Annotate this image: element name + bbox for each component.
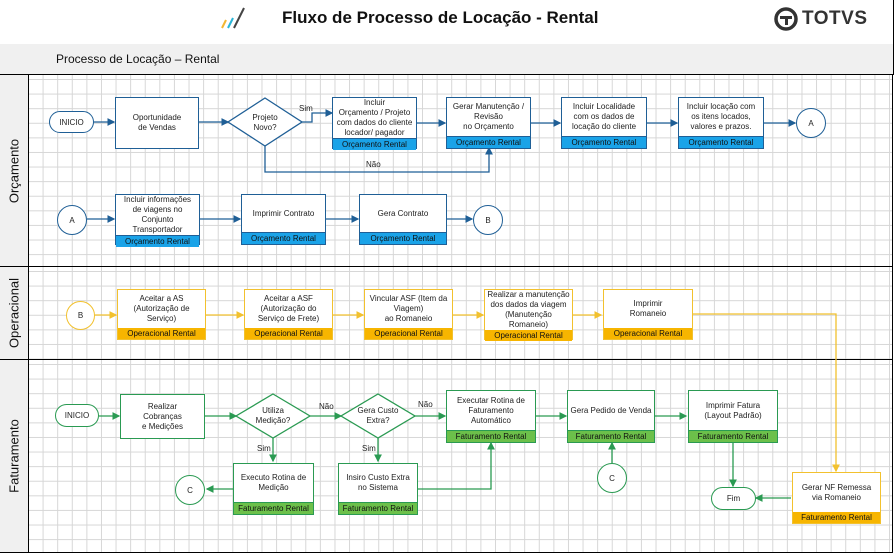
- step-text: Incluir locação com os itens locados, va…: [686, 102, 756, 131]
- step-incluir-orcamento[interactable]: Incluir Orçamento / Projeto com dados do…: [332, 97, 417, 150]
- step-imprimir-contrato[interactable]: Imprimir Contrato Orçamento Rental: [241, 194, 326, 245]
- decision-text: Utiliza Medição?: [255, 406, 291, 425]
- step-text: Gerar Manutenção / Revisão no Orçamento: [452, 102, 525, 131]
- step-text: Executo Rotina de Medição: [240, 473, 307, 492]
- step-tag: Operacional Rental: [485, 330, 572, 341]
- step-gerar-manutencao[interactable]: Gerar Manutenção / Revisão no Orçamento …: [446, 97, 531, 149]
- step-executo-rotina-medicao[interactable]: Executo Rotina de Medição Faturamento Re…: [233, 463, 314, 515]
- connector-b-in[interactable]: B: [66, 301, 95, 330]
- lane-title: Operacional: [6, 277, 22, 349]
- step-tag: Orçamento Rental: [679, 136, 763, 148]
- step-tag: Orçamento Rental: [562, 136, 646, 148]
- step-vincular-asf[interactable]: Vincular ASF (Item da Viagem) ao Romanei…: [364, 289, 453, 340]
- step-oportunidade-vendas[interactable]: Oportunidade de Vendas: [115, 97, 199, 149]
- brand-name: TOTVS: [802, 8, 868, 29]
- step-text: Incluir Localidade com os dados de locaç…: [571, 102, 637, 131]
- branch-label-sim: Sim: [257, 444, 271, 453]
- decision-text: Projeto Novo?: [252, 113, 278, 132]
- step-text: Gerar NF Remessa via Romaneio: [801, 482, 872, 502]
- step-text: Incluir informações de viagens no Conjun…: [123, 195, 192, 234]
- step-text: Imprimir Contrato: [252, 208, 315, 218]
- lane-label: Faturamento: [0, 360, 29, 552]
- step-incluir-locacao[interactable]: Incluir locação com os itens locados, va…: [678, 97, 764, 149]
- step-realizar-cobrancas[interactable]: Realizar Cobranças e Medições: [120, 394, 205, 439]
- step-tag: Orçamento Rental: [116, 235, 199, 247]
- step-tag: Orçamento Rental: [242, 232, 325, 244]
- lane-title: Faturamento: [6, 419, 22, 493]
- step-tag: Faturamento Rental: [689, 430, 777, 442]
- step-tag: Operacional Rental: [118, 328, 205, 339]
- connector-a-out[interactable]: A: [796, 108, 826, 138]
- page-title: Fluxo de Processo de Locação - Rental: [282, 8, 599, 27]
- step-text: Oportunidade de Vendas: [132, 113, 182, 132]
- step-aceitar-as[interactable]: Aceitar a AS (Autorização de Serviço) Op…: [117, 289, 206, 340]
- connector-c-out[interactable]: C: [175, 475, 205, 505]
- decision-text: Gera Custo Extra?: [357, 406, 399, 425]
- step-text: Gera Contrato: [377, 208, 429, 218]
- step-tag: Faturamento Rental: [339, 502, 417, 514]
- step-gera-contrato[interactable]: Gera Contrato Orçamento Rental: [359, 194, 447, 245]
- lane-faturamento: Faturamento: [0, 360, 893, 553]
- step-text: Imprimir Fatura (Layout Padrão): [704, 400, 762, 420]
- lane-label: Operacional: [0, 267, 29, 359]
- step-text: Realizar Cobranças e Medições: [142, 401, 183, 431]
- step-tag: Faturamento Rental: [793, 512, 880, 523]
- end-terminal[interactable]: Fim: [711, 487, 756, 510]
- totvs-logo-icon: [774, 7, 798, 31]
- step-tag: Faturamento Rental: [234, 502, 313, 514]
- step-tag: Faturamento Rental: [568, 430, 654, 442]
- step-text: Incluir Orçamento / Projeto com dados do…: [336, 98, 413, 137]
- branch-label-sim: Sim: [362, 444, 376, 453]
- step-tag: Orçamento Rental: [360, 232, 446, 244]
- step-imprimir-romaneio[interactable]: Imprimir Romaneio Operacional Rental: [603, 289, 693, 340]
- totvs-logo: TOTVS: [774, 6, 868, 32]
- branch-label-sim: Sim: [299, 104, 313, 113]
- lane-grid: [29, 360, 892, 552]
- branch-label-nao: Não: [366, 160, 381, 169]
- step-tag: Orçamento Rental: [333, 138, 416, 150]
- step-insiro-custo-extra[interactable]: Insiro Custo Extra no Sistema Faturament…: [338, 463, 418, 515]
- step-tag: Faturamento Rental: [447, 430, 535, 442]
- page-header: Fluxo de Processo de Locação - Rental TO…: [0, 0, 894, 45]
- branch-label-nao: Não: [319, 402, 334, 411]
- step-gerar-nf-remessa[interactable]: Gerar NF Remessa via Romaneio Faturament…: [792, 472, 881, 524]
- step-realizar-manutencao-viagem[interactable]: Realizar a manutenção dos dados da viage…: [484, 289, 573, 341]
- branch-label-nao: Não: [418, 400, 433, 409]
- step-text: Insiro Custo Extra no Sistema: [346, 473, 410, 492]
- start-terminal[interactable]: INICIO: [49, 111, 94, 133]
- step-text: Gera Pedido de Venda: [570, 405, 652, 415]
- step-tag: Operacional Rental: [365, 328, 452, 339]
- lane-label: Orçamento: [0, 75, 29, 266]
- step-text: Realizar a manutenção dos dados da viage…: [487, 290, 570, 329]
- step-incluir-informacoes-viagens[interactable]: Incluir informações de viagens no Conjun…: [115, 194, 200, 247]
- step-imprimir-fatura[interactable]: Imprimir Fatura (Layout Padrão) Faturame…: [688, 390, 778, 443]
- process-name: Processo de Locação – Rental: [56, 52, 220, 66]
- start-terminal-faturamento[interactable]: INICIO: [55, 404, 99, 427]
- connector-c-in[interactable]: C: [597, 463, 627, 493]
- process-subheader: Processo de Locação – Rental: [0, 44, 894, 75]
- step-text: Executar Rotina de Faturamento Automátic…: [456, 395, 526, 425]
- step-text: Aceitar a AS (Autorização de Serviço): [133, 294, 190, 323]
- connector-a-in[interactable]: A: [57, 205, 87, 235]
- step-text: Vincular ASF (Item da Viagem) ao Romanei…: [369, 294, 448, 323]
- step-tag: Operacional Rental: [604, 328, 692, 339]
- step-tag: Orçamento Rental: [447, 136, 530, 148]
- connector-b-out[interactable]: B: [473, 205, 503, 235]
- step-text: Imprimir Romaneio: [629, 299, 667, 318]
- lane-title: Orçamento: [6, 138, 22, 203]
- step-tag: Operacional Rental: [245, 328, 332, 339]
- step-incluir-localidade[interactable]: Incluir Localidade com os dados de locaç…: [561, 97, 647, 149]
- step-gera-pedido-venda[interactable]: Gera Pedido de Venda Faturamento Rental: [567, 390, 655, 443]
- step-text: Aceitar a ASF (Autorização do Serviço de…: [257, 294, 320, 323]
- brand-stripes-icon: [221, 7, 245, 29]
- step-aceitar-asf[interactable]: Aceitar a ASF (Autorização do Serviço de…: [244, 289, 333, 340]
- step-executar-rotina-faturamento[interactable]: Executar Rotina de Faturamento Automátic…: [446, 390, 536, 443]
